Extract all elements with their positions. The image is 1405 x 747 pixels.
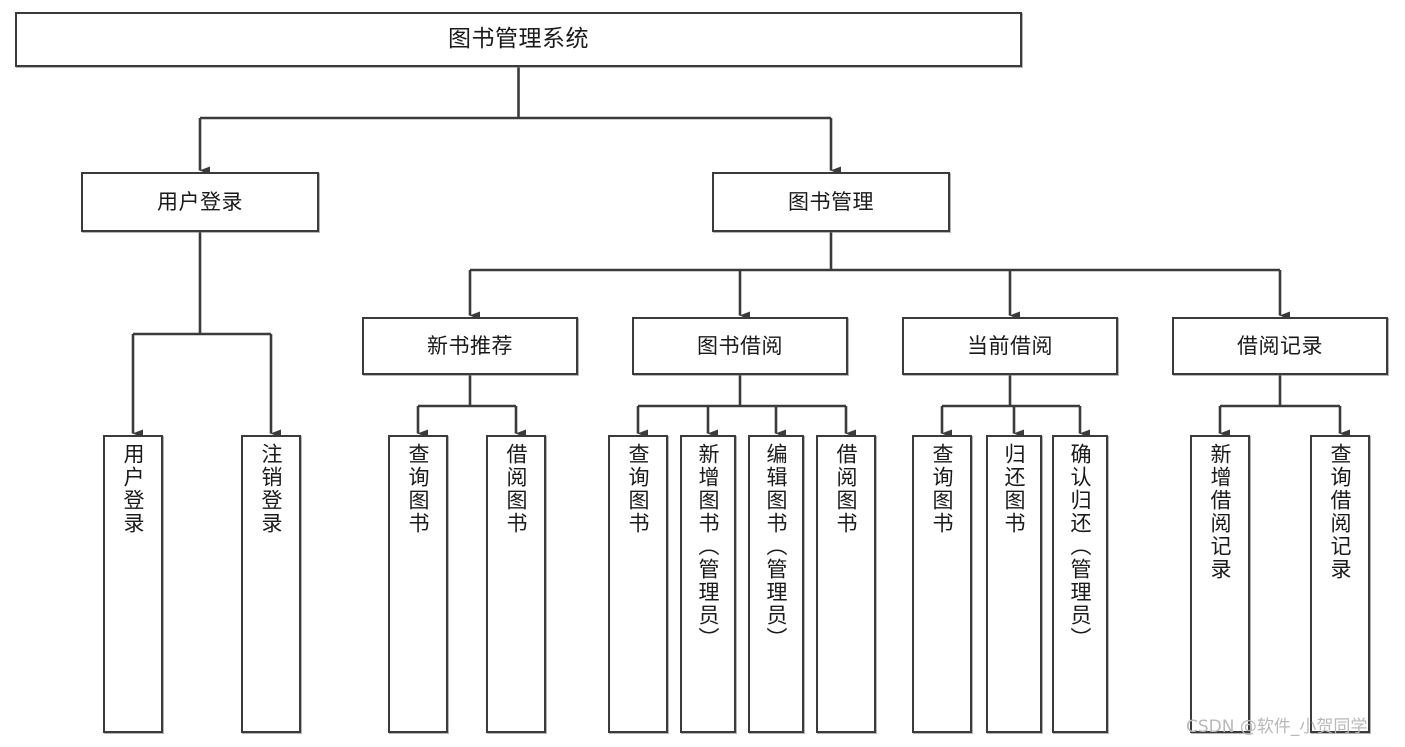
- node-book-borrow[interactable]: 图书借阅: [632, 317, 848, 375]
- node-leaf-conf-ret[interactable]: 确认归还（管理员）: [1052, 435, 1108, 733]
- node-label: 新书推荐: [427, 333, 513, 358]
- node-root[interactable]: 图书管理系统: [15, 12, 1022, 67]
- node-leaf-q-book-3[interactable]: 查询图书: [912, 435, 972, 733]
- node-label: 图书管理系统: [448, 25, 589, 52]
- node-label: 查询图书: [406, 443, 431, 535]
- node-current-borrow[interactable]: 当前借阅: [902, 317, 1118, 375]
- node-label: 查询图书: [626, 443, 651, 535]
- node-leaf-add-book[interactable]: 新增图书（管理员）: [680, 435, 736, 733]
- node-label: 确认归还（管理员）: [1068, 443, 1093, 650]
- node-leaf-return[interactable]: 归还图书: [986, 435, 1042, 733]
- node-label: 图书管理: [788, 189, 874, 214]
- node-label: 查询借阅记录: [1328, 443, 1353, 581]
- node-user-login[interactable]: 用户登录: [81, 172, 319, 232]
- node-book-manage[interactable]: 图书管理: [712, 172, 950, 232]
- node-label: 查询图书: [930, 443, 955, 535]
- node-leaf-borrow-1[interactable]: 借阅图书: [486, 435, 546, 733]
- node-label: 新增图书（管理员）: [696, 443, 721, 650]
- node-leaf-borrow-2[interactable]: 借阅图书: [816, 435, 876, 733]
- node-new-book-rec[interactable]: 新书推荐: [362, 317, 578, 375]
- node-label: 编辑图书（管理员）: [764, 443, 789, 650]
- node-leaf-edit-book[interactable]: 编辑图书（管理员）: [748, 435, 804, 733]
- node-leaf-q-book-1[interactable]: 查询图书: [388, 435, 448, 733]
- csdn-watermark: CSDN @软件_小贺同学: [1186, 717, 1368, 737]
- node-label: 当前借阅: [967, 333, 1053, 358]
- node-label: 用户登录: [121, 443, 146, 535]
- node-borrow-record[interactable]: 借阅记录: [1172, 317, 1388, 375]
- node-leaf-user-login[interactable]: 用户登录: [103, 435, 163, 733]
- node-leaf-q-rec[interactable]: 查询借阅记录: [1310, 435, 1370, 733]
- node-label: 新增借阅记录: [1208, 443, 1233, 581]
- node-label: 借阅记录: [1237, 333, 1323, 358]
- node-label: 借阅图书: [834, 443, 859, 535]
- node-label: 注销登录: [259, 443, 284, 535]
- node-leaf-q-book-2[interactable]: 查询图书: [608, 435, 668, 733]
- node-label: 归还图书: [1002, 443, 1027, 535]
- node-label: 图书借阅: [697, 333, 783, 358]
- node-label: 用户登录: [157, 189, 243, 214]
- node-leaf-logout[interactable]: 注销登录: [241, 435, 301, 733]
- node-label: 借阅图书: [504, 443, 529, 535]
- node-leaf-add-rec[interactable]: 新增借阅记录: [1190, 435, 1250, 733]
